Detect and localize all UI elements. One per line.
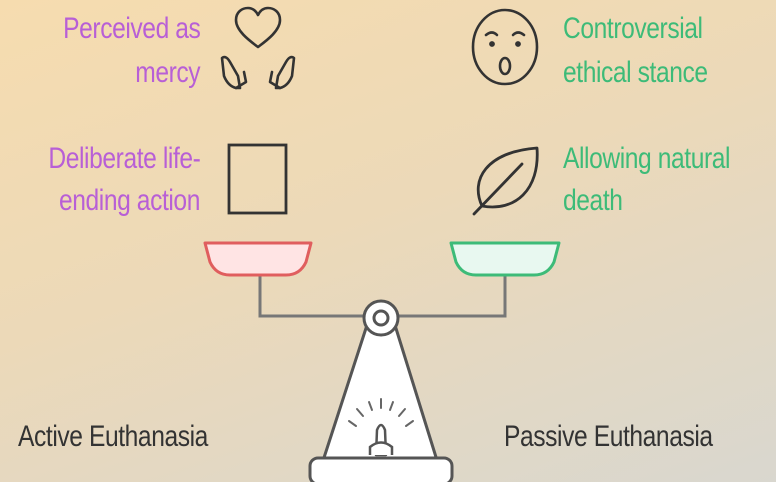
left-pan-label: Active Euthanasia xyxy=(18,420,208,454)
leaf-icon xyxy=(474,148,537,214)
right-item-2-line-1: Allowing natural xyxy=(563,142,730,176)
square-icon xyxy=(229,145,286,213)
right-pan-label: Passive Euthanasia xyxy=(504,420,713,454)
left-item-2-line-2: ending action xyxy=(59,184,200,218)
scale-base xyxy=(310,458,452,482)
surprised-face-icon xyxy=(473,10,537,84)
right-item-1-line-1: Controversial xyxy=(563,12,703,46)
left-item-1-line-2: mercy xyxy=(135,56,200,90)
left-item-1-line-1: Perceived as xyxy=(63,12,200,46)
right-item-2-line-2: death xyxy=(563,184,623,218)
left-item-2-line-1: Deliberate life- xyxy=(48,142,200,176)
right-pan xyxy=(451,243,559,275)
right-item-1-line-2: ethical stance xyxy=(563,56,708,90)
heart-hands-icon xyxy=(222,8,294,88)
left-pan xyxy=(205,243,311,275)
